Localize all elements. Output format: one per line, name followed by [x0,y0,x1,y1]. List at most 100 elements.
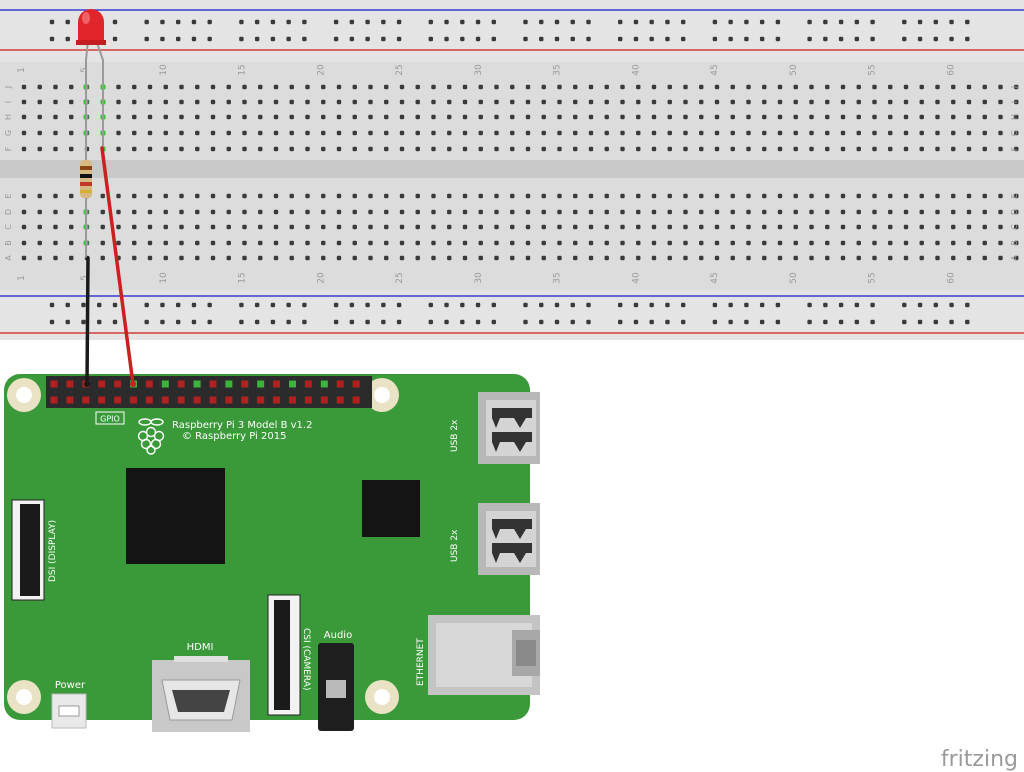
breadboard-hole [258,193,263,199]
breadboard-hole [242,224,247,230]
rail-hole [633,302,639,308]
breadboard-hole [399,99,405,105]
breadboard-hole [352,240,357,246]
breadboard-hole [935,209,940,215]
breadboard-hole [525,224,531,230]
breadboard-hole [557,114,562,120]
breadboard-hole [604,255,609,261]
breadboard-hole [242,209,247,215]
breadboard-hole [447,240,452,246]
breadboard-hole [762,114,767,120]
rail-hole [428,19,433,25]
rail-hole [902,302,907,308]
column-number: 25 [395,272,405,283]
breadboard-hole [667,224,672,230]
breadboard-hole [226,224,231,230]
breadboard-hole [935,240,940,246]
breadboard-hole [777,146,783,152]
breadboard-hole [919,224,924,230]
row-letter: D [1010,209,1019,215]
rail-hole [539,36,544,42]
breadboard-hole [951,240,956,246]
rail-hole [949,19,954,25]
breadboard-hole [69,240,74,246]
breadboard-hole [541,99,546,105]
breadboard-hole [53,224,58,230]
row-letter: G [1010,130,1019,136]
breadboard-hole [966,130,972,136]
breadboard-hole [305,84,310,90]
breadboard-hole [699,255,704,261]
breadboard-hole [132,255,137,261]
breadboard-hole [321,240,326,246]
gpio-pin [66,380,74,388]
rail-hole [665,319,670,325]
breadboard-hole [352,114,357,120]
breadboard-hole [557,84,562,90]
breadboard-hole [856,99,861,105]
breadboard-hole [116,240,121,246]
raspberry-logo-icon [137,418,165,455]
breadboard-hole [321,193,326,199]
breadboard-hole [226,209,231,215]
breadboard-hole [321,255,326,261]
breadboard-hole [1014,146,1019,152]
breadboard-hole [258,146,263,152]
breadboard-hole [273,193,279,199]
rail-hole [775,36,781,42]
breadboard-hole [746,193,751,199]
hdmi-port [152,656,250,732]
breadboard-hole [856,209,861,215]
ethernet-label: ETHERNET [416,638,426,686]
breadboard-hole [588,193,594,199]
breadboard-hole [636,255,641,261]
breadboard-hole [951,130,956,136]
rail-hole [523,319,528,325]
breadboard-hole [651,255,657,261]
circuit [76,9,136,387]
rail-hole [65,302,70,308]
breadboard-hole [100,193,105,199]
breadboard-hole [132,114,137,120]
breadboard-hole [667,209,672,215]
breadboard-hole [825,114,830,120]
breadboard-hole [100,224,105,230]
breadboard-hole [620,255,625,261]
rail-hole [176,19,181,25]
rail-hole [523,302,528,308]
breadboard-hole [903,240,909,246]
breadboard-hole [998,130,1003,136]
breadboard-hole [494,255,499,261]
gpio-pin [304,396,312,404]
breadboard-hole [919,114,924,120]
breadboard-hole [777,224,783,230]
breadboard-hole [478,255,483,261]
rail-hole [854,36,860,42]
breadboard-hole [982,114,987,120]
breadboard-hole [289,146,294,152]
breadboard-hole [226,193,231,199]
breadboard-hole [604,193,609,199]
breadboard-hole [919,255,924,261]
breadboard-hole [69,99,74,105]
breadboard-hole [872,99,877,105]
rail-hole [744,302,749,308]
breadboard-hole [1014,114,1019,120]
breadboard-hole [856,130,861,136]
breadboard-hole [903,209,909,215]
breadboard-hole [147,224,153,230]
column-number: 15 [238,272,248,283]
breadboard-hole [777,240,783,246]
breadboard-hole [352,99,357,105]
breadboard-hole [982,193,987,199]
breadboard-hole [557,240,562,246]
rail-hole [302,319,307,325]
breadboard-hole [336,224,342,230]
breadboard-hole [809,84,814,90]
breadboard-hole [210,146,216,152]
breadboard-hole [651,99,657,105]
breadboard-hole [667,114,672,120]
breadboard-hole [132,84,137,90]
column-number: 10 [159,64,169,76]
